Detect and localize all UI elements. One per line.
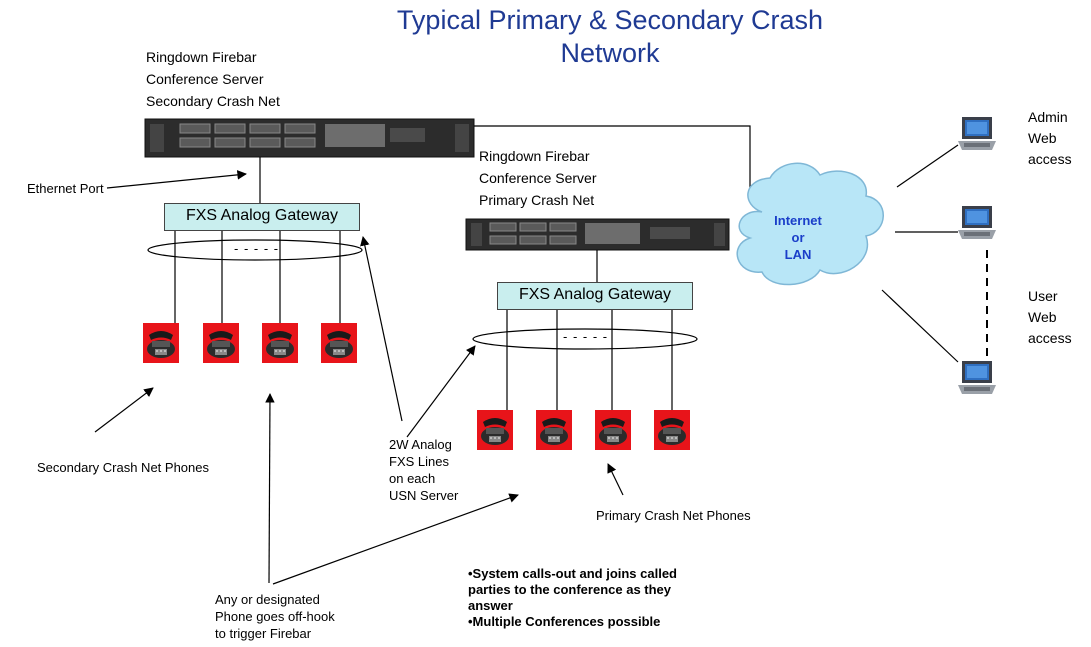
- primary-line-bundle: [472, 328, 698, 350]
- fxs-lines-label: 2W Analog FXS Lines on each USN Server: [389, 436, 458, 504]
- label-line: FXS Lines: [389, 454, 449, 469]
- arrow-icon: [406, 345, 476, 438]
- cloud-label: Internet or LAN: [748, 212, 848, 263]
- cloud-label-line: Internet: [774, 213, 822, 228]
- laptop-icon: [958, 361, 996, 394]
- label-line: Web: [1028, 130, 1057, 146]
- secondary-server-icon: [144, 118, 475, 158]
- arrow-icon: [272, 493, 519, 585]
- desk-phone-icon: [595, 410, 631, 450]
- label-line: Conference Server: [479, 170, 597, 186]
- desk-phone-icon: [536, 410, 572, 450]
- arrow-icon: [360, 236, 403, 422]
- primary-server-label: Ringdown Firebar Conference Server Prima…: [479, 145, 597, 211]
- label-line: Any or designated: [215, 592, 320, 607]
- arrow-icon: [607, 463, 624, 496]
- arrows: [94, 170, 624, 585]
- label-line: Ringdown Firebar: [146, 49, 257, 65]
- laptop-icon: [958, 206, 996, 239]
- laptop-icon: [958, 117, 996, 150]
- feature-notes: •System calls-out and joins called parti…: [468, 566, 677, 630]
- label-line: access: [1028, 151, 1072, 167]
- label-line: Secondary Crash Net: [146, 93, 280, 109]
- primary-gateway: FXS Analog Gateway: [497, 282, 693, 310]
- desk-phone-icon: [143, 323, 179, 363]
- label-line: on each: [389, 471, 436, 486]
- label-line: 2W Analog: [389, 437, 452, 452]
- secondary-server-label: Ringdown Firebar Conference Server Secon…: [146, 46, 280, 112]
- label-line: Primary Crash Net: [479, 192, 595, 208]
- label-line: User: [1028, 288, 1058, 304]
- cloud-label-line: LAN: [784, 247, 812, 262]
- label-line: access: [1028, 330, 1072, 346]
- primary-server-icon: [465, 218, 730, 251]
- diagram-title: Typical Primary & Secondary Crash Networ…: [260, 4, 960, 70]
- secondary-gateway: FXS Analog Gateway: [164, 203, 360, 231]
- arrow-icon: [106, 170, 247, 189]
- admin-access-label: Admin Web access: [1028, 107, 1072, 170]
- label-line: Admin: [1028, 109, 1068, 125]
- label-line: USN Server: [389, 488, 459, 503]
- desk-phone-icon: [654, 410, 690, 450]
- label-line: Phone goes off-hook: [215, 609, 335, 624]
- secondary-line-bundle: [147, 239, 363, 261]
- desk-phone-icon: [262, 323, 298, 363]
- note-line: •System calls-out and joins called: [468, 566, 678, 581]
- primary-bus-dashes: - - - - -: [563, 329, 609, 344]
- user-access-label: User Web access: [1028, 286, 1072, 349]
- cloud-label-line: or: [791, 230, 805, 245]
- ethernet-port-label: Ethernet Port: [27, 181, 104, 196]
- secondary-phones-label: Secondary Crash Net Phones: [37, 460, 209, 475]
- label-line: Conference Server: [146, 71, 264, 87]
- title-line: Typical Primary & Secondary Crash: [396, 5, 824, 35]
- title-line: Network: [560, 38, 660, 68]
- connection-lines: [174, 125, 988, 410]
- secondary-bus-dashes: - - - - -: [234, 241, 280, 256]
- label-line: to trigger Firebar: [215, 626, 312, 641]
- cloud-icon: [736, 162, 884, 286]
- arrow-icon: [94, 387, 154, 433]
- desk-phone-icon: [203, 323, 239, 363]
- primary-phones: [477, 410, 690, 450]
- secondary-phones: [143, 323, 357, 363]
- note-line: answer: [468, 598, 513, 613]
- desk-phone-icon: [321, 323, 357, 363]
- desk-phone-icon: [477, 410, 513, 450]
- label-line: Ringdown Firebar: [479, 148, 590, 164]
- note-line: •Multiple Conferences possible: [468, 614, 661, 629]
- arrow-icon: [265, 393, 275, 584]
- primary-phones-label: Primary Crash Net Phones: [596, 508, 751, 523]
- label-line: Web: [1028, 309, 1057, 325]
- note-line: parties to the conference as they: [468, 582, 672, 597]
- offhook-label: Any or designated Phone goes off-hook to…: [215, 591, 335, 642]
